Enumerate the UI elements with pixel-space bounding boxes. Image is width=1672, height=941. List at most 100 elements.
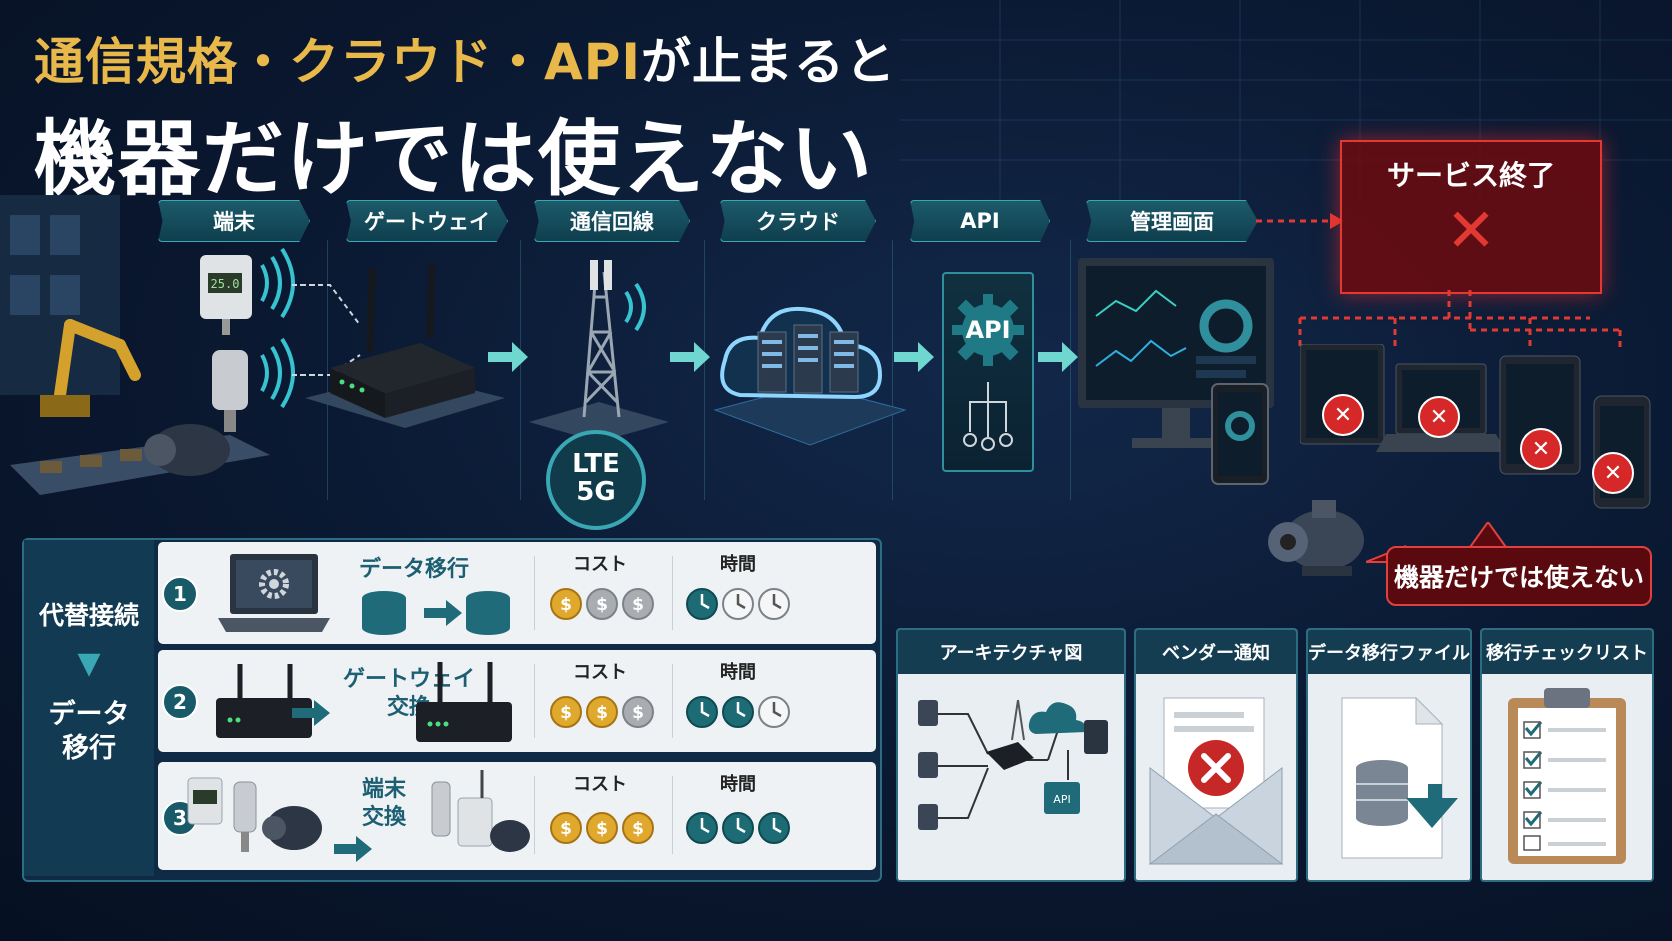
error-icon: ✕ [1520, 428, 1562, 470]
option-label: 端末 [361, 777, 406, 802]
page-title-line1: 通信規格・クラウド・APIが止まると [34, 22, 896, 94]
card-migration-checklist[interactable]: 移行チェックリスト [1480, 628, 1654, 882]
dashboard-monitor-illustration [1078, 258, 1274, 485]
lte-5g-badge: LTE 5G [546, 430, 646, 530]
circuit-icon [963, 382, 1013, 451]
card-vendor-notice[interactable]: ベンダー通知 [1134, 628, 1298, 882]
page-title-line2: 機器だけでは使えない [34, 112, 875, 207]
time-clocks [686, 588, 790, 620]
flow-arrow-icon [670, 342, 710, 372]
step-dashboard: 管理画面 [1086, 200, 1258, 242]
coin-empty-icon [586, 588, 618, 620]
side-label-bottom-1: データ [48, 699, 130, 730]
database-file-icon [1341, 696, 1458, 859]
side-label-bottom-2: 移行 [62, 733, 116, 764]
time-clocks [686, 696, 790, 728]
title-highlight: 通信規格・クラウド・API [34, 33, 641, 91]
time-header: 時間 [720, 774, 756, 795]
coin-symbol: $ [632, 703, 644, 723]
coin-filled-icon [622, 812, 654, 844]
flow-arrow-icon [894, 342, 934, 372]
divider [672, 556, 673, 630]
database-transfer-icon [362, 591, 510, 635]
option-label: データ移行 [358, 557, 469, 582]
clock-filled-icon [686, 696, 718, 728]
divider [534, 776, 535, 854]
coin-empty-icon [622, 588, 654, 620]
badge-5g: 5G [576, 477, 616, 507]
divider [1070, 240, 1071, 500]
clock-filled-icon [686, 812, 718, 844]
coin-filled-icon [550, 696, 582, 728]
cost-header: コスト [573, 554, 627, 575]
error-icon: ✕ [1322, 394, 1364, 436]
arrow-right-icon [334, 836, 372, 862]
cost-header: コスト [573, 774, 627, 795]
laptop-settings-icon [218, 554, 330, 632]
new-terminal-devices-icon [431, 770, 530, 852]
gear-icon [952, 294, 1024, 366]
cost-coins: $ $ $ [550, 812, 654, 844]
option-row-2: 2 ゲートウェイ 交換 コスト $$$ 時間 [158, 650, 876, 752]
device-callout: 機器だけでは使えない [1386, 546, 1652, 606]
time-header: 時間 [720, 554, 756, 575]
divider [672, 776, 673, 854]
divider [704, 240, 705, 500]
card-title: データ移行ファイル [1308, 630, 1470, 674]
side-label-top: 代替接続 [38, 601, 139, 630]
coin-symbol: $ [560, 703, 572, 723]
gateway-router-illustration [300, 262, 505, 428]
failure-branch-lines [1298, 290, 1622, 350]
clock-empty-icon [722, 588, 754, 620]
dotted-arrow-to-service-end [1256, 213, 1344, 229]
sensor-reading: 25.0 [211, 277, 240, 291]
cost-coins: $$$ [550, 588, 654, 620]
coin-symbol: $ [596, 703, 608, 723]
coin-symbol: $ [596, 595, 608, 615]
divider [534, 664, 535, 738]
callout-tail-top [1468, 522, 1508, 550]
option-number: 1 [162, 576, 198, 612]
flow-arrow-icon [488, 342, 528, 372]
coin-filled-icon [550, 812, 582, 844]
flow-arrow-icon [1038, 342, 1078, 372]
coin-filled-icon [586, 812, 618, 844]
option-row-1: 1 データ移行 コスト $$$ 時間 [158, 542, 876, 644]
time-header: 時間 [720, 662, 756, 683]
coin-empty-icon [622, 696, 654, 728]
cost-coins: $ $ $ [550, 696, 654, 728]
option-row-3: 3 端末 交換 コスト $$$ 時間 [158, 762, 876, 870]
step-gateway: ゲートウェイ [346, 200, 508, 242]
architecture-diagram-icon: API [918, 699, 1108, 830]
card-title: ベンダー通知 [1136, 630, 1296, 674]
option-label-2: 交換 [361, 805, 406, 830]
factory-terminals-illustration: 25.0 [0, 195, 320, 495]
cloud-server-illustration [713, 306, 907, 446]
badge-lte: LTE [572, 449, 620, 479]
coin-symbol: $ [560, 819, 572, 839]
coin-symbol: $ [632, 819, 644, 839]
clock-filled-icon [686, 588, 718, 620]
service-end-label: サービス終了 [1386, 159, 1555, 192]
api-panel: API [942, 272, 1034, 472]
step-cloud: クラウド [720, 200, 876, 242]
divider [534, 556, 535, 630]
clipboard-checklist-icon [1508, 688, 1626, 864]
card-architecture[interactable]: アーキテクチャ図 API [896, 628, 1126, 882]
coin-filled-icon [550, 588, 582, 620]
api-mini-label: API [1053, 793, 1070, 806]
divider [892, 240, 893, 500]
motor-icon [1268, 500, 1364, 576]
error-icon: ✕ [1592, 452, 1634, 494]
options-side-column: 代替接続 ▼ データ 移行 [24, 540, 154, 876]
option-number: 2 [162, 684, 198, 720]
clock-filled-icon [758, 812, 790, 844]
error-icon: ✕ [1418, 396, 1460, 438]
service-end-box: サービス終了 ✕ [1340, 140, 1602, 294]
clock-empty-icon [758, 588, 790, 620]
step-network: 通信回線 [534, 200, 690, 242]
cell-tower-illustration [529, 260, 669, 442]
coin-symbol: $ [596, 819, 608, 839]
step-api: API [910, 200, 1050, 242]
card-migration-file[interactable]: データ移行ファイル [1306, 628, 1472, 882]
